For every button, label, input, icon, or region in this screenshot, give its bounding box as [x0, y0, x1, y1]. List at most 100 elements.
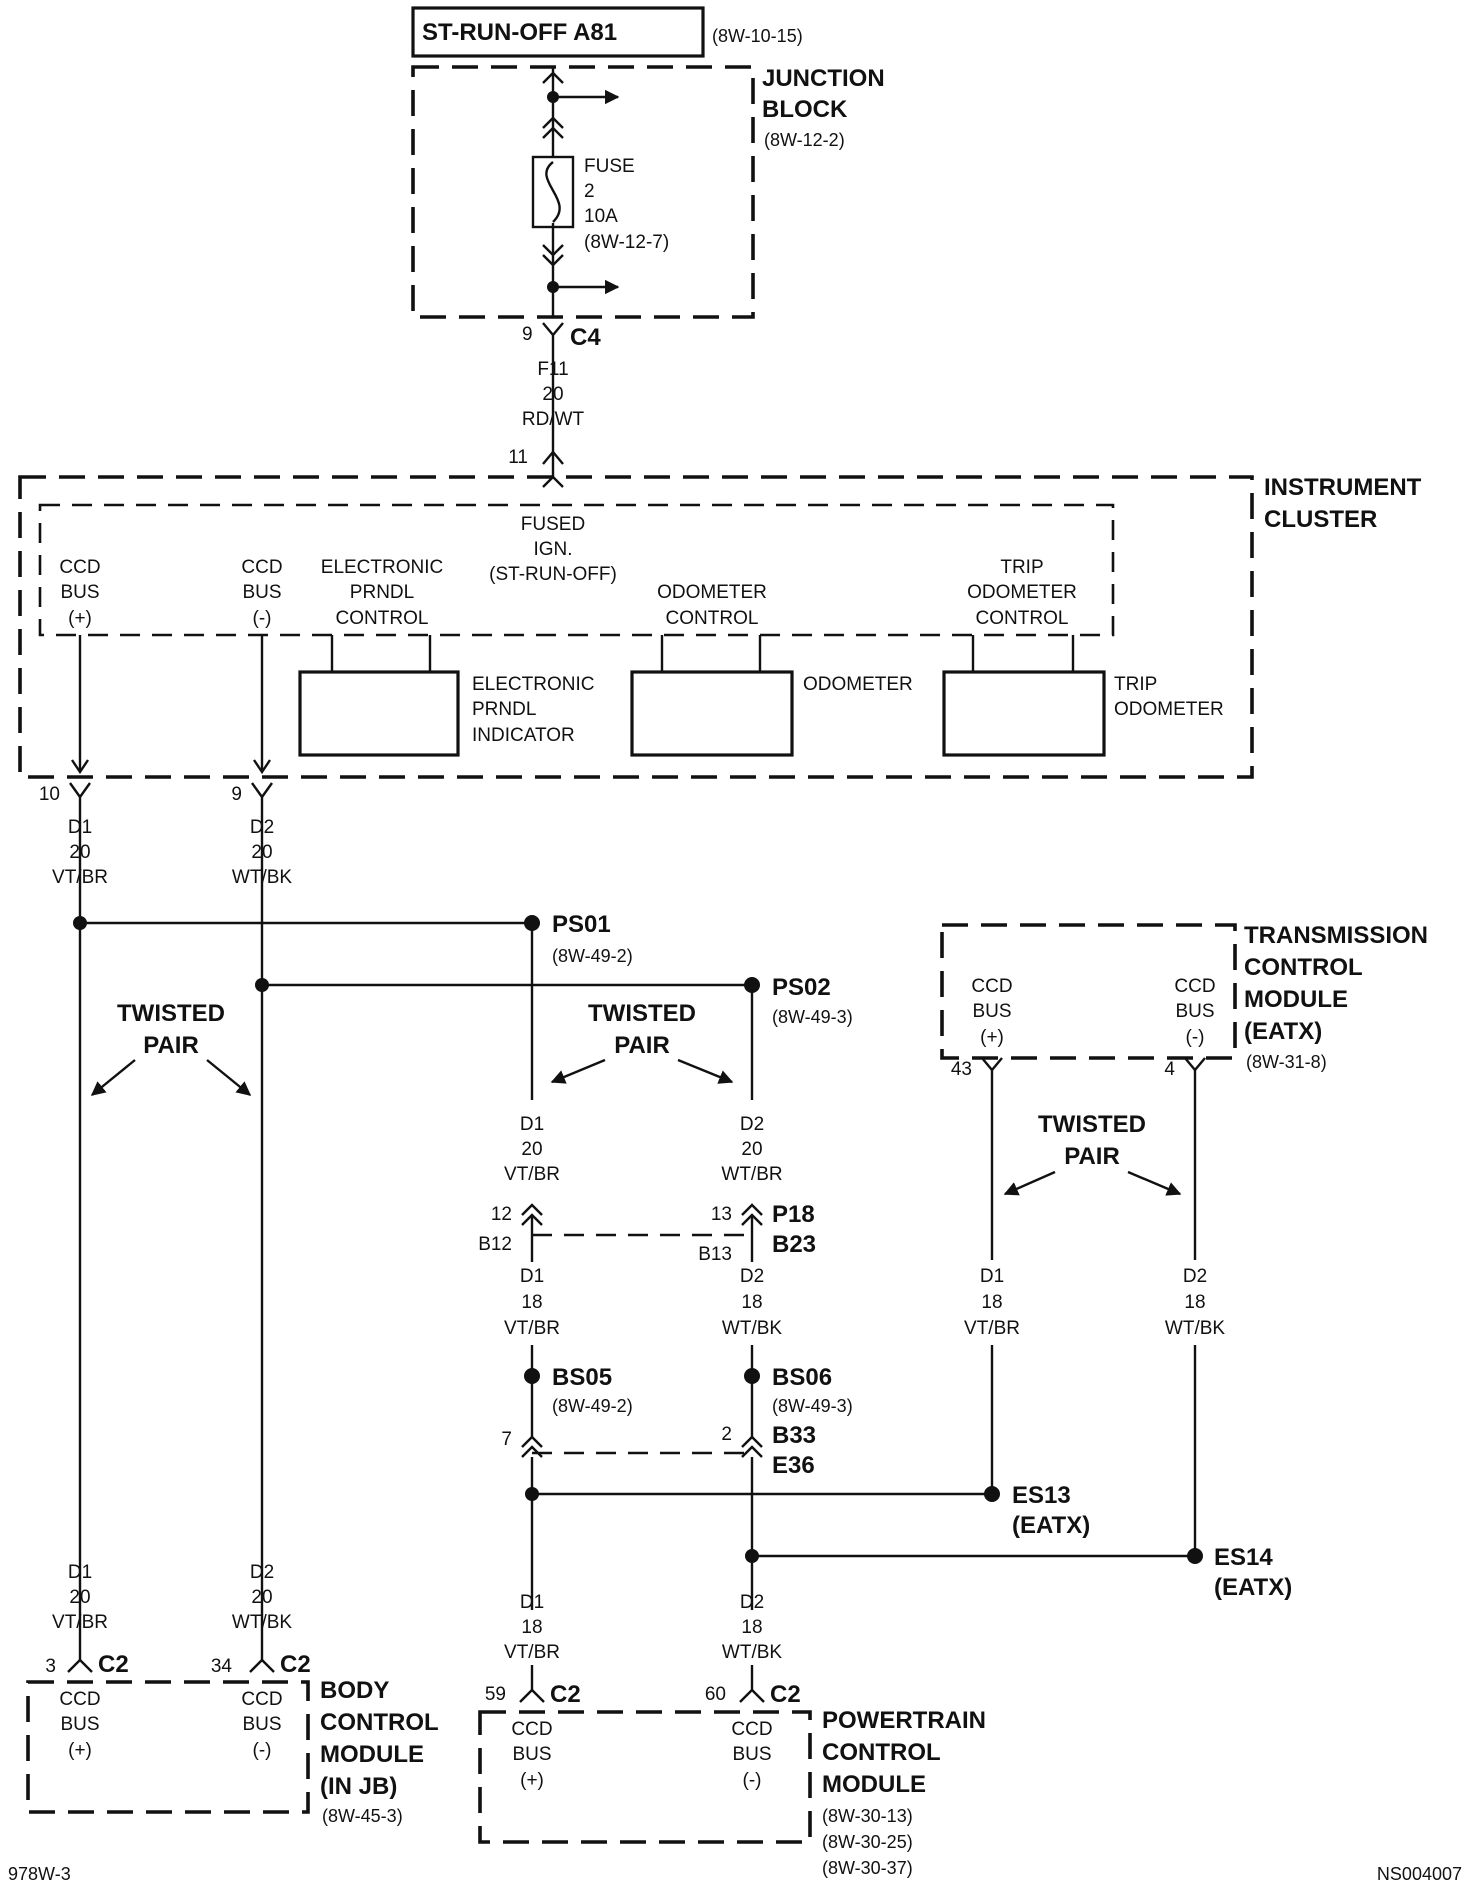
ic-ccd-plus-2: BUS	[60, 582, 99, 603]
pcm-ccd-plus-2: BUS	[512, 1744, 551, 1765]
fuse-element-icon	[545, 161, 561, 223]
bcm-conn-c2-b: C2	[280, 1651, 311, 1678]
instrument-cluster-title-1: INSTRUMENT	[1264, 474, 1422, 501]
pcm-ccd-plus-1: CCD	[511, 1719, 552, 1740]
tcm-title-4: (EATX)	[1244, 1018, 1322, 1045]
prndl-control-3: CONTROL	[336, 608, 429, 629]
pcm-title-2: CONTROL	[822, 1739, 941, 1766]
body-control-module: 3 34 C2 C2 CCD BUS (+) CCD BUS (-) BODY …	[26, 1630, 439, 1826]
b33-pin-7: 7	[501, 1429, 512, 1450]
pcm-conn-c2-b: C2	[770, 1681, 801, 1708]
pcm-ref-1: (8W-30-13)	[822, 1806, 913, 1826]
bcm-ccd-minus-3: (-)	[253, 1740, 272, 1761]
arrow-icon	[677, 1058, 734, 1084]
trip-odometer-2: ODOMETER	[1114, 699, 1224, 720]
wire-d1-18-a-3: VT/BR	[504, 1318, 560, 1339]
splice-es13: ES13	[1012, 1482, 1071, 1509]
wire-tcm-d2-3: WT/BK	[1165, 1318, 1225, 1339]
arrow-icon	[206, 1059, 252, 1096]
wire-bcm-d2-1: D2	[250, 1562, 274, 1583]
splice-es14-sub: (EATX)	[1214, 1574, 1292, 1601]
pcm-ref-3: (8W-30-37)	[822, 1858, 913, 1878]
splice-bs05-dot	[524, 1368, 540, 1384]
splice-bs05: BS05	[552, 1364, 612, 1391]
splice-bs05-ref: (8W-49-2)	[552, 1396, 633, 1416]
tcm-ref: (8W-31-8)	[1246, 1052, 1327, 1072]
pcm-conn-c2-a: C2	[550, 1681, 581, 1708]
odometer-box	[630, 670, 794, 757]
b33-pin-2: 2	[721, 1424, 732, 1445]
twisted-pair-text-1: TWISTED	[1038, 1111, 1146, 1138]
splice-ps01: PS01	[552, 911, 611, 938]
bcm-ccd-plus-1: CCD	[59, 1689, 100, 1710]
arrow-icon	[1127, 1170, 1182, 1196]
tcm-title-1: TRANSMISSION	[1244, 922, 1428, 949]
prndl-indicator-3: INDICATOR	[472, 725, 575, 746]
trip-control-1: TRIP	[1000, 557, 1043, 578]
connector-b33: B33	[772, 1422, 816, 1449]
f11-wire-line-3: RD/WT	[522, 409, 585, 430]
chevron-up-double-icon	[741, 1203, 763, 1226]
wire-pcm-d2-1: D2	[740, 1592, 764, 1613]
bcm-title-3: MODULE	[320, 1741, 424, 1768]
fuse-line-2: 2	[584, 181, 595, 202]
connector-ic-11-symbol	[542, 450, 564, 465]
bcm-ccd-minus-1: CCD	[241, 1689, 282, 1710]
ic-pin-10: 10	[39, 784, 60, 805]
wire-d1-18-a-2: 18	[521, 1292, 542, 1313]
wire-d2-20-2: 20	[741, 1139, 762, 1160]
junction-block: JUNCTION BLOCK (8W-12-2) FUSE 2 10A (8W-…	[411, 65, 885, 319]
connector-p18: P18	[772, 1201, 815, 1228]
wire-pcm-d1-2: 18	[521, 1617, 542, 1638]
connector-pcm-60-symbol	[739, 1688, 765, 1703]
tcm-ccd-minus-2: BUS	[1175, 1001, 1214, 1022]
splice-dot	[255, 978, 269, 992]
tcm-outline	[940, 923, 1237, 1060]
footer-left-id: 978W-3	[8, 1864, 71, 1884]
wire-d2-20-1: D2	[740, 1114, 764, 1135]
twisted-pair-text-1: TWISTED	[588, 1000, 696, 1027]
bcm-title-1: BODY	[320, 1677, 389, 1704]
chevron-up-double-icon	[741, 1435, 763, 1458]
bcm-ref: (8W-45-3)	[322, 1806, 403, 1826]
pcm-pin-60: 60	[705, 1684, 726, 1705]
trip-control-2: ODOMETER	[967, 582, 1077, 603]
splice-bs06-ref: (8W-49-3)	[772, 1396, 853, 1416]
twisted-pair-text-2: PAIR	[1064, 1143, 1120, 1170]
odometer-label: ODOMETER	[803, 674, 913, 695]
bcm-ccd-plus-3: (+)	[68, 1740, 92, 1761]
bcm-ccd-plus-2: BUS	[60, 1714, 99, 1735]
arrow-icon	[550, 1058, 606, 1084]
wire-pcm-d2-2: 18	[741, 1617, 762, 1638]
connector-ic-10-symbol	[69, 782, 91, 923]
splice-bs06: BS06	[772, 1364, 832, 1391]
p18-pin-b12: B12	[478, 1234, 512, 1255]
wire-d2-18-a-2: 18	[741, 1292, 762, 1313]
f11-wire-line-2: 20	[542, 384, 563, 405]
wire-d2-ic-1: D2	[250, 817, 274, 838]
fuse-symbol	[531, 155, 575, 229]
ic-ccd-minus-3: (-)	[253, 608, 272, 629]
splice-ps02-ref: (8W-49-3)	[772, 1007, 853, 1027]
pcm-ccd-minus-2: BUS	[732, 1744, 771, 1765]
wire-bcm-d1-2: 20	[69, 1587, 90, 1608]
connector-pcm-59-symbol	[519, 1688, 545, 1703]
p18-pin-13: 13	[711, 1204, 732, 1225]
prndl-control-2: PRNDL	[350, 582, 414, 603]
bcm-conn-c2-a: C2	[98, 1651, 129, 1678]
splice-es14: ES14	[1214, 1544, 1273, 1571]
trip-odometer-1: TRIP	[1114, 674, 1157, 695]
ic-ccd-plus-3: (+)	[68, 608, 92, 629]
bcm-pin-34: 34	[211, 1656, 233, 1677]
wire-d1-20-1: D1	[520, 1114, 544, 1135]
fuse-line-1: FUSE	[584, 156, 635, 177]
powertrain-control-module: 59 60 C2 C2 CCD BUS (+) CCD BUS (-) POWE…	[478, 1665, 986, 1878]
prndl-indicator-1: ELECTRONIC	[472, 674, 594, 695]
odometer-control-2: CONTROL	[666, 608, 759, 629]
pcm-pin-59: 59	[485, 1684, 506, 1705]
splice-es13-sub: (EATX)	[1012, 1512, 1090, 1539]
tcm-title-2: CONTROL	[1244, 954, 1363, 981]
circuit-header: ST-RUN-OFF A81 (8W-10-15)	[411, 6, 803, 58]
ic-pin-11: 11	[508, 447, 528, 468]
